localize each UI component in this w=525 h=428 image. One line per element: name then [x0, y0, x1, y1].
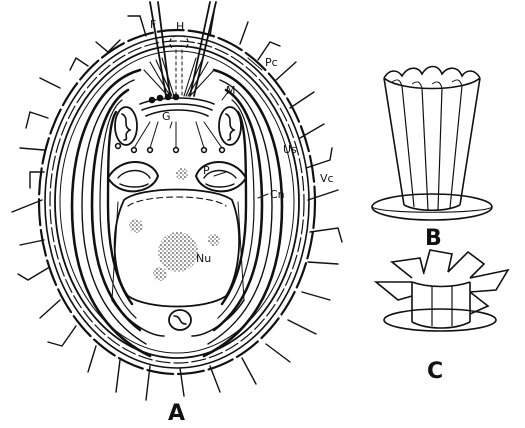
label-cn: Cn	[270, 188, 285, 201]
basal-fan	[144, 58, 214, 96]
label-us: Us	[283, 143, 297, 156]
panel-label-c: C	[427, 359, 443, 384]
label-h: H	[176, 20, 184, 33]
label-vc: Vc	[320, 172, 334, 185]
panel-c-flared-drawing	[376, 250, 508, 331]
label-m: M	[226, 84, 236, 97]
panel-label-a: A	[168, 401, 185, 426]
external-bristles	[12, 12, 342, 400]
label-nu: Nu	[196, 252, 211, 265]
pyrenoid-left	[108, 162, 158, 191]
nucleus	[115, 168, 239, 307]
label-g: G	[162, 110, 171, 123]
panel-a-cell-drawing	[12, 2, 342, 400]
chloroplast-right	[204, 70, 282, 356]
golgi-body	[116, 95, 225, 153]
panel-label-b: B	[425, 226, 442, 251]
label-pc: Pc	[265, 56, 278, 69]
chloroplast-left	[72, 70, 150, 356]
label-p: P	[203, 164, 210, 177]
outer-wall-layers	[39, 30, 315, 374]
mitochondria	[115, 107, 241, 330]
label-f: F	[150, 18, 156, 31]
flagella-and-haptonema	[150, 2, 216, 96]
panel-b-cup-drawing	[372, 67, 492, 221]
